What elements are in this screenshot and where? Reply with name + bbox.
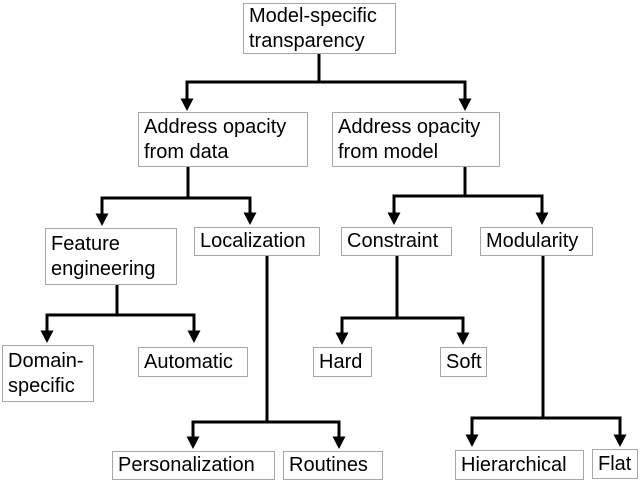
arrowhead-domain-specific (40, 330, 54, 343)
node-localization: Localization (194, 227, 320, 256)
node-hierarchical: Hierarchical (455, 450, 584, 480)
node-label: Domain- specific (8, 349, 84, 397)
node-label: Hard (319, 350, 363, 373)
node-label: Hierarchical (461, 453, 567, 476)
edge-modularity-children (470, 256, 622, 436)
node-label: Modularity (486, 230, 579, 252)
node-label: Address opacity from data (144, 115, 287, 163)
node-address-opacity-from-data: Address opacity from data (138, 112, 308, 167)
edge-constraint-children (340, 256, 465, 334)
arrowhead-localization (243, 212, 257, 225)
edge-model-children (392, 167, 544, 214)
arrowhead-hierarchical (465, 434, 479, 447)
node-routines: Routines (283, 451, 383, 480)
node-automatic: Automatic (138, 347, 248, 377)
arrowhead-routines (332, 436, 346, 449)
node-domain-specific: Domain- specific (2, 345, 94, 402)
node-modularity: Modularity (480, 227, 593, 256)
node-label: Routines (289, 454, 368, 476)
edge-data-children (100, 167, 252, 215)
node-address-opacity-from-model: Address opacity from model (332, 112, 500, 167)
arrowhead-address-data (180, 98, 194, 111)
arrowhead-soft (456, 332, 470, 345)
arrowhead-modularity (535, 212, 549, 225)
node-hard: Hard (313, 347, 372, 377)
node-label: Flat (598, 452, 632, 475)
edge-root-children (185, 54, 467, 100)
arrowhead-flat (613, 434, 627, 447)
node-label: Localization (200, 230, 306, 252)
node-label: Soft (446, 350, 482, 373)
node-label: Constraint (347, 230, 439, 252)
arrowhead-constraint (387, 212, 401, 225)
arrowhead-feature-engineering (95, 213, 109, 226)
node-label: Feature engineering (51, 232, 156, 280)
node-feature-engineering: Feature engineering (45, 228, 177, 285)
arrowhead-automatic (187, 330, 201, 343)
node-label: Model-specific transparency (249, 4, 377, 52)
node-label: Personalization (118, 454, 255, 476)
node-personalization: Personalization (112, 451, 275, 480)
node-label: Automatic (144, 350, 233, 373)
node-label: Address opacity from model (338, 115, 481, 163)
edge-localization-children (191, 256, 341, 438)
arrowhead-personalization (186, 436, 200, 449)
node-constraint: Constraint (341, 227, 452, 256)
node-flat: Flat (592, 449, 638, 479)
node-soft: Soft (440, 347, 487, 377)
arrowhead-hard (335, 332, 349, 345)
node-model-specific-transparency: Model-specific transparency (243, 3, 396, 54)
arrowhead-address-model (458, 98, 472, 111)
edge-feature-children (45, 285, 196, 332)
